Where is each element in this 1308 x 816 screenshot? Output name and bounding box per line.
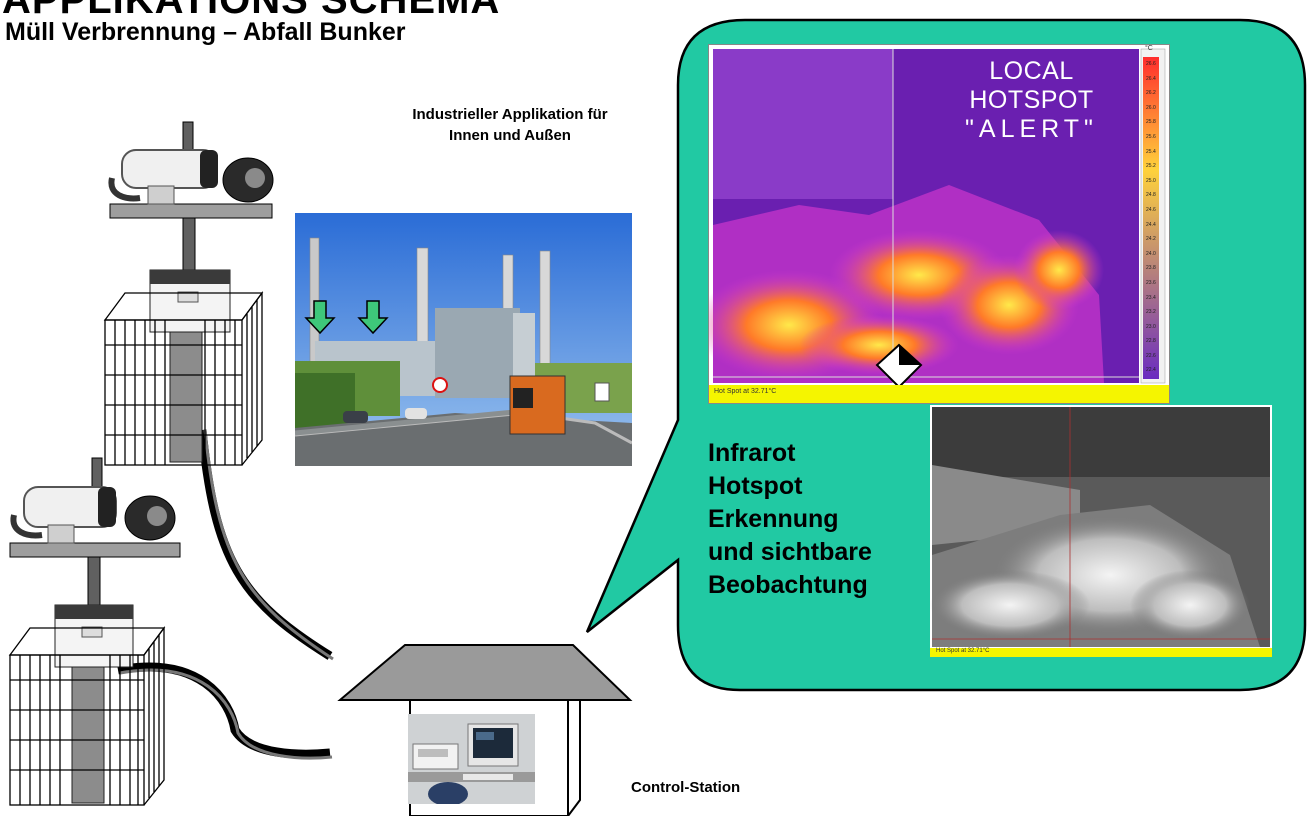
visible-image-panel: Hot Spot at 32.71°C [930,405,1272,657]
scale-label: 24.8 [1146,192,1156,199]
callout-line-5: Beobachtung [708,571,868,599]
computer-illustration [408,714,535,804]
callout-line-2: Hotspot [708,472,803,500]
scale-label: 23.8 [1146,265,1156,272]
thermal-overlay-line2: "ALERT" [965,115,1098,143]
scale-label: 26.6 [1146,61,1156,67]
scale-label: 23.6 [1146,279,1156,286]
thermal-status: Hot Spot at 32.71°C [714,388,777,395]
green-arrow-2 [357,300,389,335]
scale-label: 24.0 [1146,250,1156,257]
photo-caption-line2: Innen und Außen [449,127,571,144]
scale-label: 25.8 [1146,119,1156,126]
scale-label: 26.0 [1146,104,1156,111]
scale-label: 25.6 [1146,133,1156,140]
visible-status: Hot Spot at 32.71°C [936,648,990,654]
scale-label: 23.0 [1146,323,1156,330]
scale-label: 26.2 [1146,90,1156,97]
photo-caption: Industrieller Applikation für Innen und … [350,104,670,146]
scale-label: 23.4 [1146,294,1156,301]
scale-label: 24.6 [1146,206,1156,213]
camera-station-2 [8,457,181,806]
scale-label: 25.2 [1146,163,1156,170]
camera-station-1 [103,121,274,466]
scale-label: 23.2 [1146,309,1156,316]
scale-label: 22.6 [1146,352,1156,359]
plant-illustration [295,213,632,466]
scale-label: 25.4 [1146,148,1156,155]
scale-label: 24.4 [1146,221,1156,228]
callout-line-1: Infrarot [708,439,796,467]
callout-line-4: und sichtbare [708,538,872,566]
scale-unit: °C [1145,45,1153,52]
thermal-overlay-line1: LOCAL HOTSPOT [969,57,1094,114]
scale-label: 22.8 [1146,338,1156,345]
green-arrow-1 [304,300,336,335]
photo-caption-line1: Industrieller Applikation für [412,106,608,123]
scale-label: 25.0 [1146,177,1156,184]
thermal-overlay-text: LOCAL HOTSPOT "ALERT" [924,57,1139,144]
control-station-label: Control-Station [631,779,741,796]
page-subtitle: Müll Verbrennung – Abfall Bunker [5,18,406,46]
incineration-plant-photo [295,213,632,466]
scale-label: 26.4 [1146,75,1156,82]
cable-lower [117,662,331,759]
control-station-photo [408,714,535,804]
scale-label: 22.4 [1146,367,1156,374]
thermal-image [709,48,1169,403]
visible-image [930,407,1272,657]
scale-label: 24.2 [1146,236,1156,243]
callout-line-3: Erkennung [708,505,839,533]
temperature-scale-labels: 26.6 26.4 26.2 26.0 25.8 25.6 25.4 25.2 25.0 24.8… [1146,57,1160,378]
page-title: APPLIKATIONS SCHEMA [2,0,501,22]
callout-text: Infrarot Hotspot Erkennung und sichtbare… [708,437,872,602]
